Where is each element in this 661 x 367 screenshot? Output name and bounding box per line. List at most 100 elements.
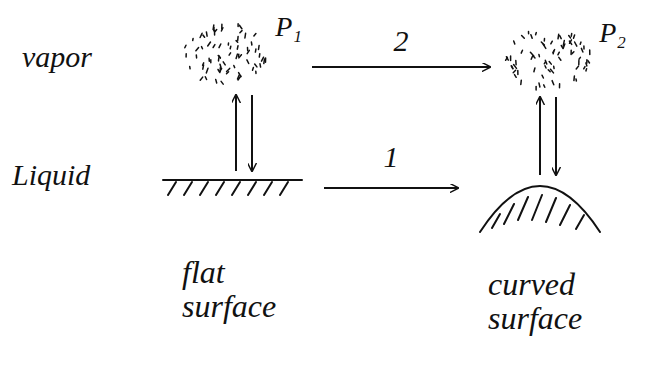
molecule-dot [228, 43, 230, 45]
molecule-dot [559, 57, 561, 60]
molecule-dot [575, 79, 577, 81]
equilibrium-arrow [555, 97, 557, 175]
molecule-dot [206, 68, 208, 73]
molecule-dot [528, 31, 530, 33]
molecule-dot [247, 50, 249, 53]
molecule-dot [218, 58, 220, 61]
molecule-dot [223, 62, 225, 65]
molecule-dot [233, 66, 235, 68]
molecule-dot [247, 48, 249, 51]
molecule-dot [544, 39, 546, 42]
molecule-dot [219, 44, 221, 48]
molecule-dot [219, 56, 221, 59]
vapor-molecules [185, 24, 266, 84]
molecule-dot [572, 52, 574, 54]
process-arrow [312, 66, 490, 68]
molecule-dot [200, 33, 202, 37]
molecule-dot [517, 71, 519, 75]
molecule-dot [189, 67, 191, 69]
molecule-dot [585, 69, 587, 71]
molecule-dot [202, 47, 203, 49]
molecule-dot [531, 35, 532, 39]
molecule-dot [229, 53, 231, 55]
molecule-dot [254, 34, 256, 37]
molecule-dot [557, 34, 559, 39]
equilibrium-arrow [539, 97, 541, 175]
molecule-dot [255, 71, 257, 73]
molecule-dot [563, 41, 564, 46]
molecule-dot [589, 50, 591, 54]
vapor-molecules [506, 31, 590, 90]
molecule-dot [586, 63, 587, 66]
pressure-label: P₁ [275, 12, 302, 41]
molecule-dot [542, 75, 543, 78]
molecule-dot [196, 55, 198, 58]
molecule-dot [588, 61, 590, 63]
molecule-dot [576, 66, 578, 69]
molecule-dot [247, 60, 249, 64]
vapor-cloud: P₂ [500, 18, 626, 92]
molecule-dot [237, 46, 239, 49]
surface-label: flat surface [182, 256, 302, 323]
molecule-dot [252, 68, 254, 71]
molecule-dot [265, 58, 267, 62]
molecule-dot [553, 66, 555, 68]
molecule-dot [220, 68, 222, 72]
molecule-dot [522, 36, 525, 39]
molecule-dot [213, 45, 215, 48]
molecule-dot [538, 83, 540, 87]
molecule-dot [515, 61, 517, 65]
molecule-dot [206, 32, 208, 36]
molecule-dot [535, 33, 537, 35]
molecule-dot [515, 75, 517, 78]
step-number: 2 [391, 24, 412, 58]
molecule-dot [569, 36, 571, 38]
molecule-dot [560, 36, 562, 39]
molecule-dot [570, 40, 572, 44]
molecule-dot [521, 50, 522, 53]
molecule-dot [545, 66, 546, 68]
molecule-dot [514, 41, 515, 44]
molecule-dot [581, 48, 583, 52]
molecule-dot [561, 46, 563, 49]
molecule-dot [239, 25, 242, 29]
molecule-dot [579, 57, 580, 59]
molecule-dot [553, 50, 555, 53]
molecule-dot [534, 68, 535, 72]
molecule-dot [203, 63, 204, 65]
molecule-dot [212, 25, 214, 29]
molecule-dot [513, 70, 515, 72]
molecule-dot [237, 36, 239, 40]
molecule-dot [573, 76, 575, 81]
molecule-dot [545, 60, 547, 64]
phase-label: vapor [22, 40, 92, 74]
molecule-dot [216, 79, 217, 83]
molecule-dot [575, 42, 577, 46]
molecule-dot [506, 57, 508, 60]
molecule-dot [221, 81, 223, 84]
molecule-dot [543, 44, 546, 48]
molecule-dot [544, 85, 545, 87]
molecule-dot [236, 54, 237, 58]
molecule-dot [210, 60, 212, 63]
molecule-dot [185, 45, 186, 48]
molecule-dot [549, 62, 551, 65]
molecule-dot [239, 73, 241, 77]
curved-liquid-surface [480, 186, 600, 232]
molecule-dot [185, 54, 187, 57]
molecule-dot [215, 30, 217, 32]
molecule-dot [584, 67, 585, 69]
molecule-dot [208, 42, 211, 46]
molecule-dot [510, 56, 512, 60]
molecule-dot [548, 70, 550, 72]
step-number: 1 [381, 140, 402, 174]
molecule-dot [262, 57, 264, 61]
molecule-dot [578, 61, 580, 65]
surface-label: curved surface [488, 268, 638, 335]
molecule-dot [579, 42, 581, 44]
molecule-dot [570, 50, 572, 54]
molecule-dot [559, 84, 561, 88]
phase-label: Liquid [12, 158, 90, 192]
molecule-dot [220, 69, 222, 72]
molecule-dot [255, 49, 257, 52]
